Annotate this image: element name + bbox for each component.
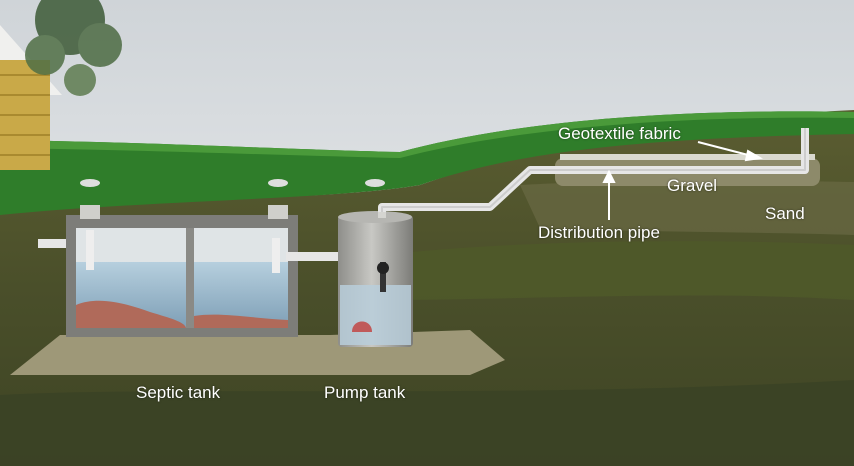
label-sand: Sand	[765, 204, 805, 223]
soil-band-lower	[0, 380, 854, 466]
septic-riser-1	[80, 179, 100, 187]
label-septic-tank: Septic tank	[136, 383, 221, 402]
label-distribution-pipe: Distribution pipe	[538, 223, 660, 242]
label-geotextile-fabric: Geotextile fabric	[558, 124, 681, 143]
geotextile-layer	[560, 154, 815, 160]
label-pump-tank: Pump tank	[324, 383, 406, 402]
pump-riser	[365, 179, 385, 187]
tree	[25, 0, 122, 96]
soil-band	[380, 241, 854, 300]
label-gravel: Gravel	[667, 176, 718, 195]
septic-tank	[66, 205, 298, 337]
distribution-pipe-arrow	[602, 169, 616, 220]
grass-highlight	[0, 111, 854, 158]
inlet-pipe	[38, 239, 78, 248]
drain-field-sand	[520, 180, 854, 235]
pump-tank	[338, 208, 413, 347]
geotextile-arrow	[697, 141, 763, 162]
septic-riser-2	[268, 179, 288, 187]
grass	[0, 111, 854, 215]
tank-to-pump-pipe	[286, 252, 340, 261]
